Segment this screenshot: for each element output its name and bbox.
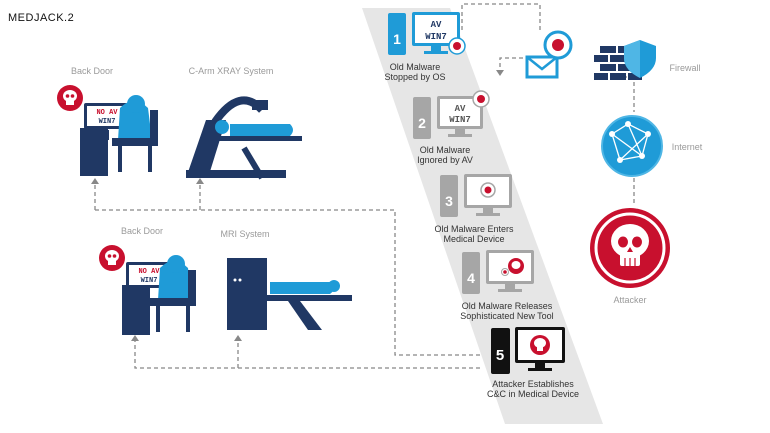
step-5-line2: C&C in Medical Device [486,389,580,399]
step-3-line2: Medical Device [443,234,505,244]
c-arm-xray-system [186,96,302,180]
arrowheads [91,70,504,341]
mri-label: MRI System [220,229,270,239]
step-2-line1: Old Malware [419,145,471,155]
step-1-label: Old Malware Stopped by OS [375,62,455,82]
skull-badge-2 [99,245,125,271]
diagram-title: MEDJACK.2 [8,12,75,24]
step-2-win7-text: WIN7 [449,115,471,125]
step-3-number: 3 [445,193,453,209]
step-5-label: Attacker Establishes C&C in Medical Devi… [478,379,588,399]
attacker-label: Attacker [613,295,647,305]
step-1-icon [388,12,466,55]
step-5-number: 5 [496,347,504,364]
skull-badge-1 [57,85,83,111]
step-2-icon [413,90,490,139]
firewall-label: Firewall [669,63,701,73]
mri-system [227,258,352,330]
win7-text-1: WIN7 [99,118,116,126]
attacker-skull-icon [590,208,670,288]
no-av-text-2: NO AV [138,268,160,276]
win7-text-2: WIN7 [141,277,158,285]
malware-email-icon [525,30,573,79]
step-3-label: Old Malware Enters Medical Device [428,224,520,244]
step-2-label: Old Malware Ignored by AV [405,145,485,165]
back-door-workstation-1 [80,95,158,176]
step-1-line2: Stopped by OS [384,72,446,82]
step-1-av-text: AV [431,20,442,30]
c-arm-label: C-Arm XRAY System [188,66,274,76]
no-av-text-1: NO AV [96,109,118,117]
step-5-icon [491,327,565,374]
step-3-line1: Old Malware Enters [434,224,514,234]
step-4-label: Old Malware Releases Sophisticated New T… [452,301,562,321]
step-1-line1: Old Malware [389,62,441,72]
step-4-number: 4 [467,270,475,286]
step-1-number: 1 [393,31,401,47]
step-2-number: 2 [418,115,426,131]
back-door-label-2: Back Door [120,226,164,236]
step-4-line1: Old Malware Releases [461,301,553,311]
firewall-icon [594,40,656,80]
step-2-av-text: AV [455,104,466,114]
step-4-line2: Sophisticated New Tool [460,311,554,321]
internet-label: Internet [671,142,703,152]
internet-globe-icon [601,115,663,177]
step-2-line2: Ignored by AV [417,155,473,165]
back-door-workstation-2 [122,255,196,335]
step-1-win7-text: WIN7 [425,32,447,42]
back-door-label-1: Back Door [70,66,114,76]
step-4-icon [462,250,534,294]
step-3-icon [440,174,512,217]
step-5-line1: Attacker Establishes [492,379,574,389]
